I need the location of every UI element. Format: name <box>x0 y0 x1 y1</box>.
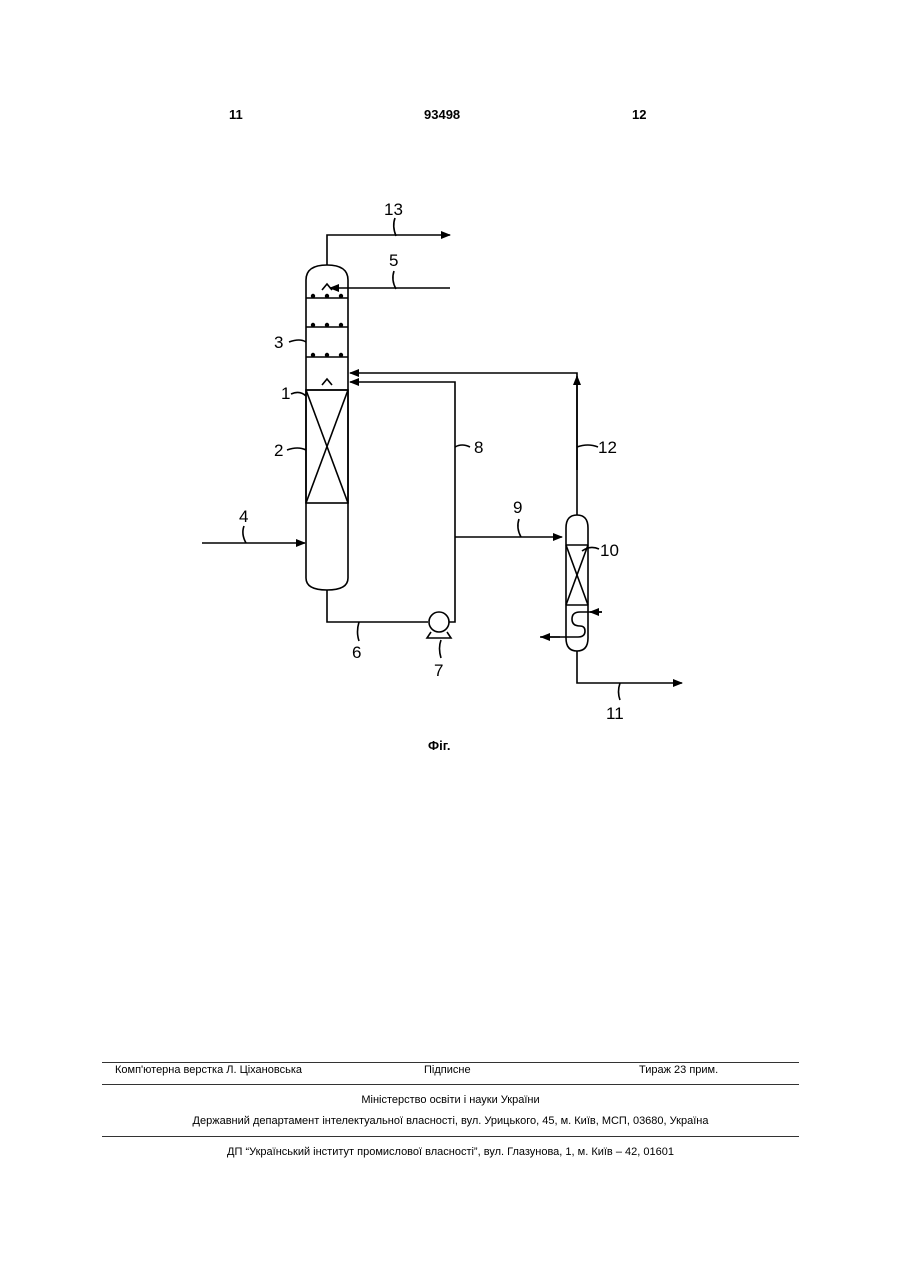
footer-department: Державний департамент інтелектуальної вл… <box>102 1115 799 1127</box>
stream-12 <box>350 373 577 515</box>
stream-8 <box>350 382 455 622</box>
heating-coil <box>540 612 602 637</box>
label-10: 10 <box>600 541 619 560</box>
stream-6 <box>327 590 428 622</box>
label-8: 8 <box>474 438 483 457</box>
label-2: 2 <box>274 441 283 460</box>
footer-signed: Підписне <box>424 1064 471 1076</box>
footer-rule <box>102 1062 799 1063</box>
label-13: 13 <box>384 200 403 219</box>
process-flow-diagram: 13 5 3 1 2 8 12 9 4 10 6 7 11 <box>0 0 901 800</box>
footer-rule <box>102 1136 799 1137</box>
label-12: 12 <box>598 438 617 457</box>
main-column <box>306 265 348 590</box>
stream-11 <box>577 651 682 683</box>
pump-7 <box>429 612 449 632</box>
footer-rule <box>102 1084 799 1085</box>
label-4: 4 <box>239 507 248 526</box>
footer-ministry: Міністерство освіти і науки України <box>102 1094 799 1106</box>
figure-caption: Фіг. <box>428 738 450 753</box>
label-11: 11 <box>606 704 624 723</box>
footer-copies: Тираж 23 прим. <box>639 1064 718 1076</box>
label-5: 5 <box>389 251 398 270</box>
footer-institute: ДП “Український інститут промислової вла… <box>102 1146 799 1158</box>
label-9: 9 <box>513 498 522 517</box>
label-7: 7 <box>434 661 443 680</box>
label-3: 3 <box>274 333 283 352</box>
label-1: 1 <box>281 384 290 403</box>
label-6: 6 <box>352 643 361 662</box>
diagram-labels: 13 5 3 1 2 8 12 9 4 10 6 7 11 <box>239 200 624 723</box>
footer-layout: Комп'ютерна верстка Л. Ціхановська <box>115 1064 302 1076</box>
